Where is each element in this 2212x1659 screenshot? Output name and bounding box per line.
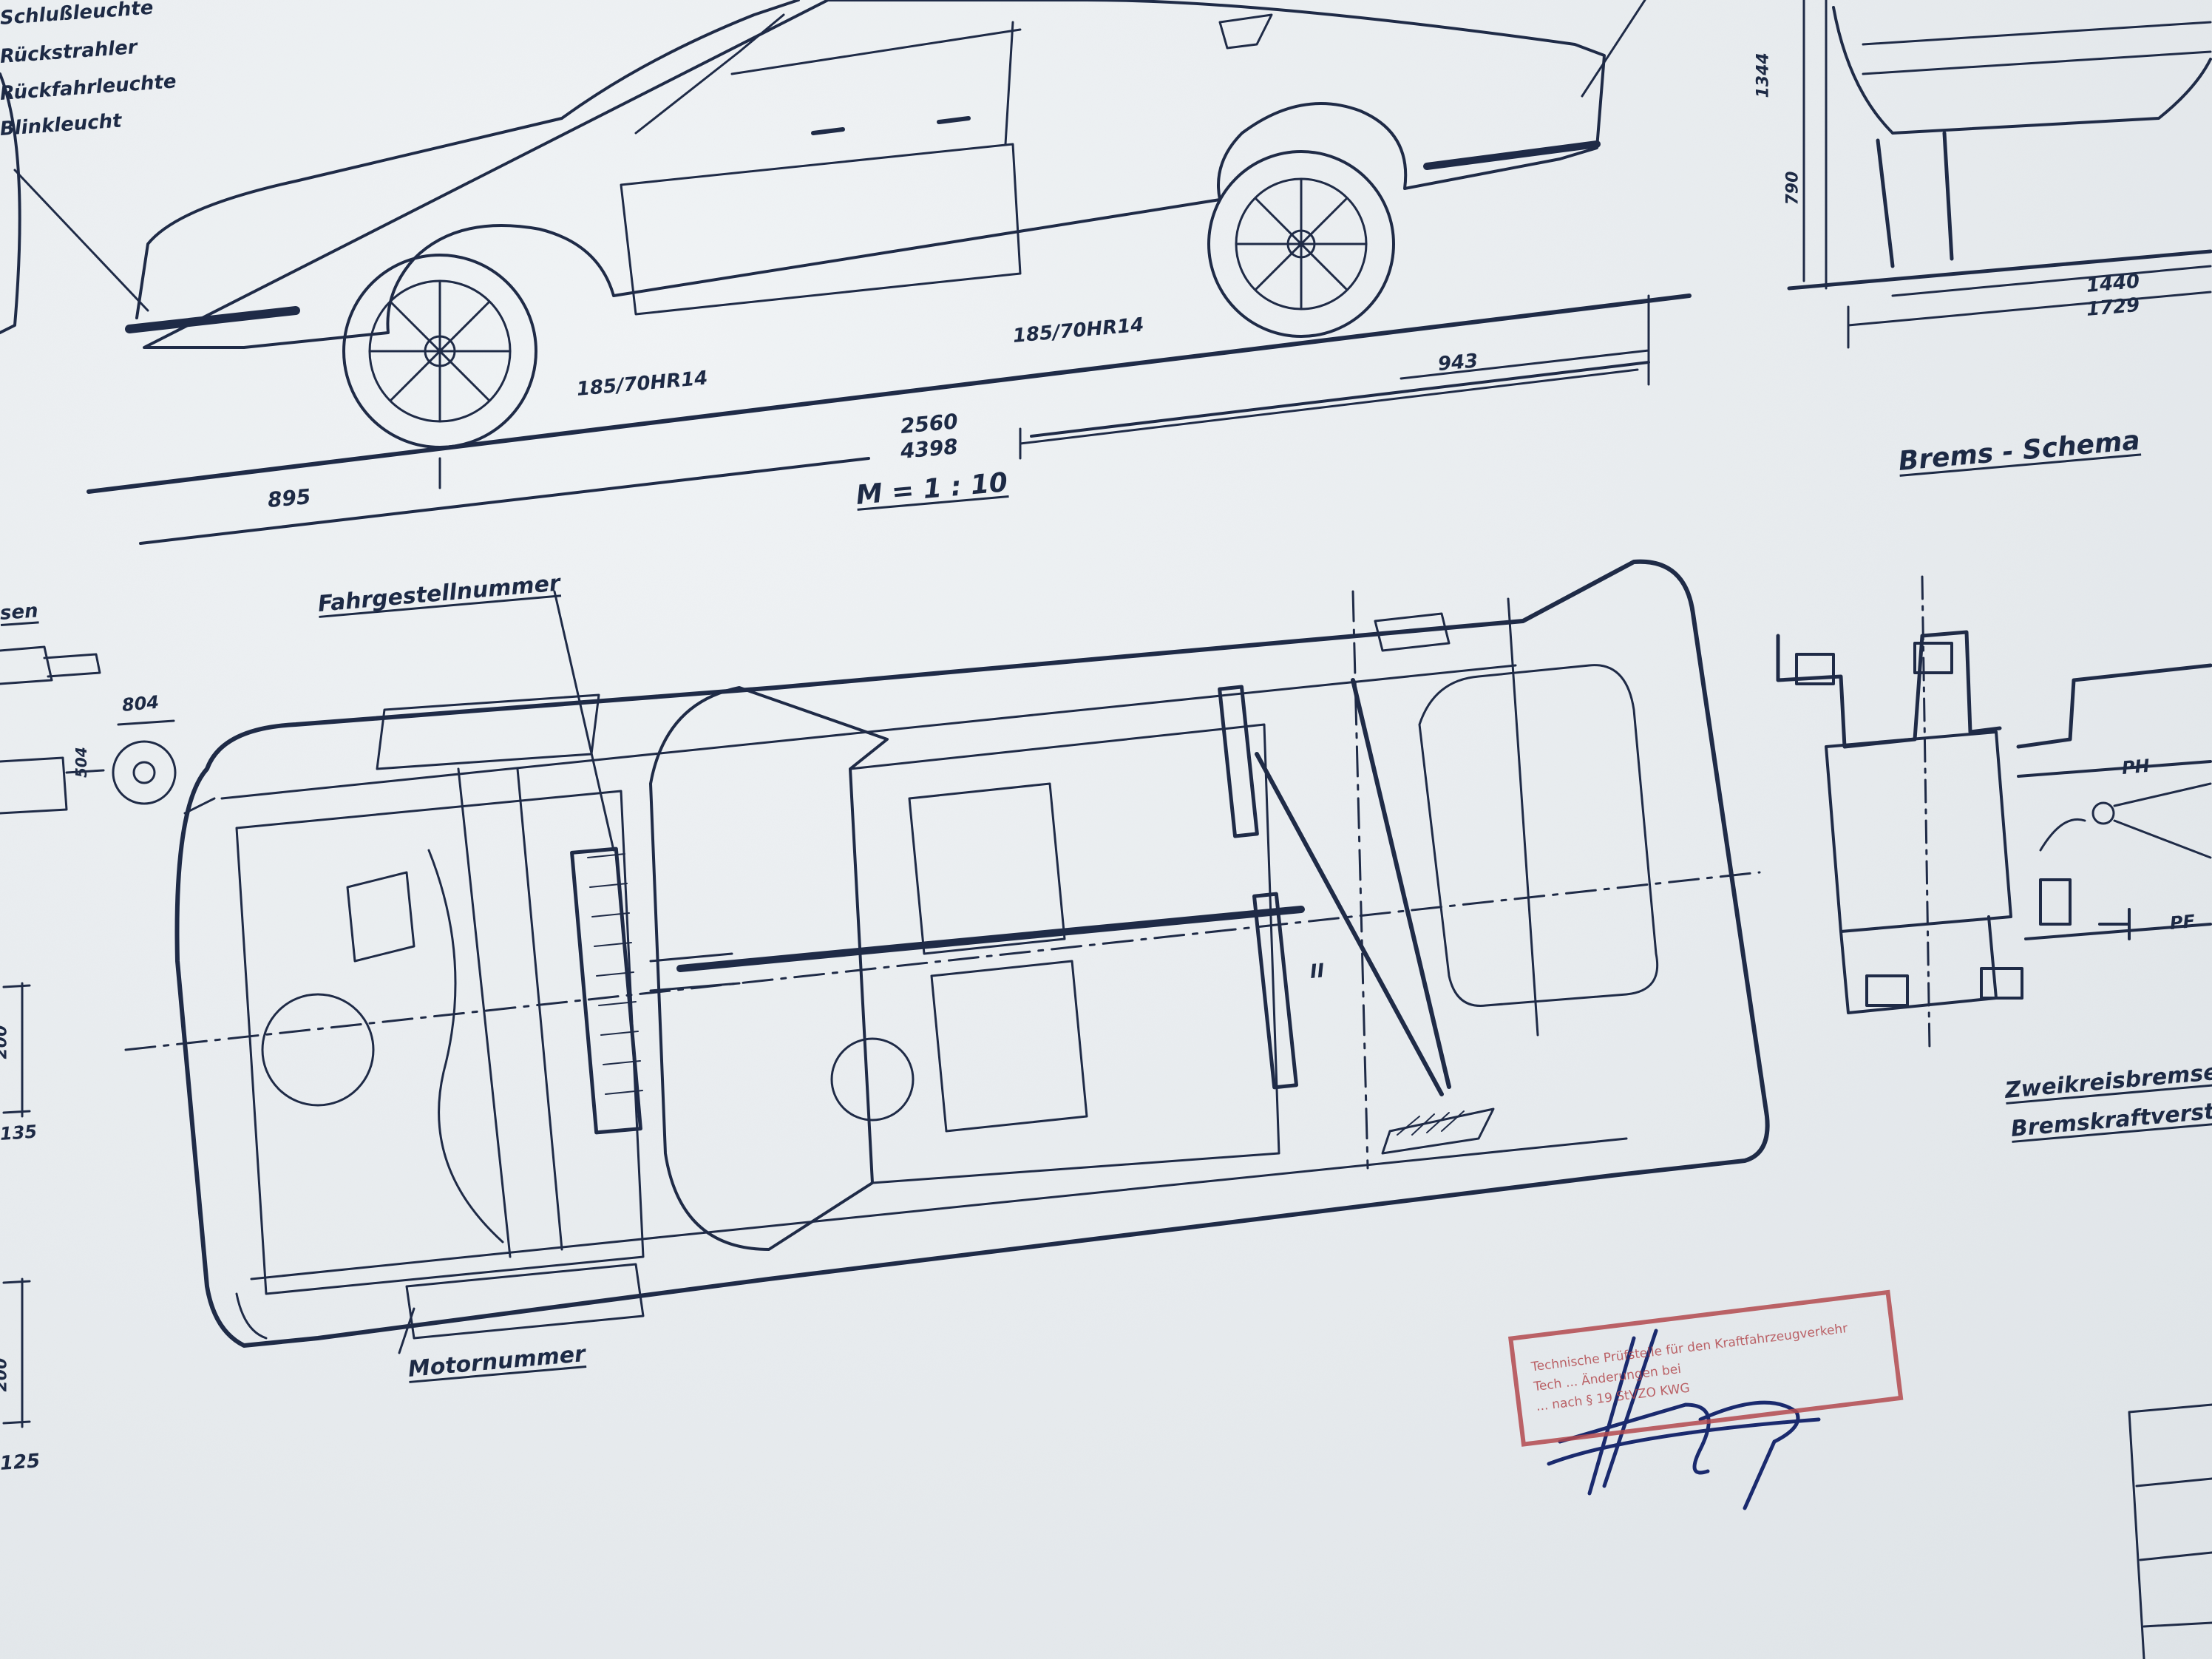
front-wheel bbox=[342, 254, 537, 449]
ground-line bbox=[86, 294, 1692, 545]
dimension-wheelbase: 2560 bbox=[899, 409, 960, 438]
suspension-mark-ii: II bbox=[1309, 960, 1326, 983]
dimension-200-upper: 200 bbox=[0, 1025, 11, 1059]
title-block bbox=[2128, 1403, 2212, 1659]
dimension-943: 943 bbox=[1436, 350, 1479, 376]
dimension-895: 895 bbox=[266, 484, 312, 512]
signature bbox=[1547, 1329, 1821, 1510]
label-leaders bbox=[398, 590, 615, 1354]
dimension-1729: 1729 bbox=[2085, 294, 2141, 321]
cabin-frame bbox=[649, 686, 1305, 1251]
rear-suspension bbox=[1218, 612, 1495, 1155]
rear-window bbox=[1418, 597, 1659, 1037]
front-view bbox=[1787, 0, 2212, 349]
leader-lines bbox=[13, 0, 1646, 312]
dimension-1344: 1344 bbox=[1754, 52, 1773, 98]
dimension-504: 504 bbox=[72, 747, 90, 778]
left-fragment-label: sen bbox=[0, 600, 39, 625]
brake-label-ph: PH bbox=[2120, 755, 2151, 778]
left-edge-details bbox=[0, 72, 177, 1428]
dimension-125: 125 bbox=[0, 1450, 41, 1475]
dimension-1440: 1440 bbox=[2085, 270, 2141, 297]
plan-outline bbox=[174, 559, 1770, 1348]
top-view bbox=[124, 559, 1770, 1354]
dimension-804: 804 bbox=[121, 691, 160, 716]
car-body-side bbox=[125, 0, 1606, 349]
brake-label-pf: PF bbox=[2168, 911, 2196, 934]
dimension-lines bbox=[438, 294, 1650, 489]
side-view bbox=[13, 0, 1692, 545]
brake-schema bbox=[1776, 575, 2212, 1051]
dimension-790: 790 bbox=[1783, 171, 1802, 206]
engine-bay bbox=[235, 693, 645, 1340]
centerline bbox=[124, 590, 1761, 1170]
rear-wheel bbox=[1207, 150, 1395, 338]
dimension-135: 135 bbox=[0, 1121, 38, 1144]
dimension-200-lower: 200 bbox=[0, 1357, 11, 1392]
dimension-length: 4398 bbox=[899, 434, 960, 464]
